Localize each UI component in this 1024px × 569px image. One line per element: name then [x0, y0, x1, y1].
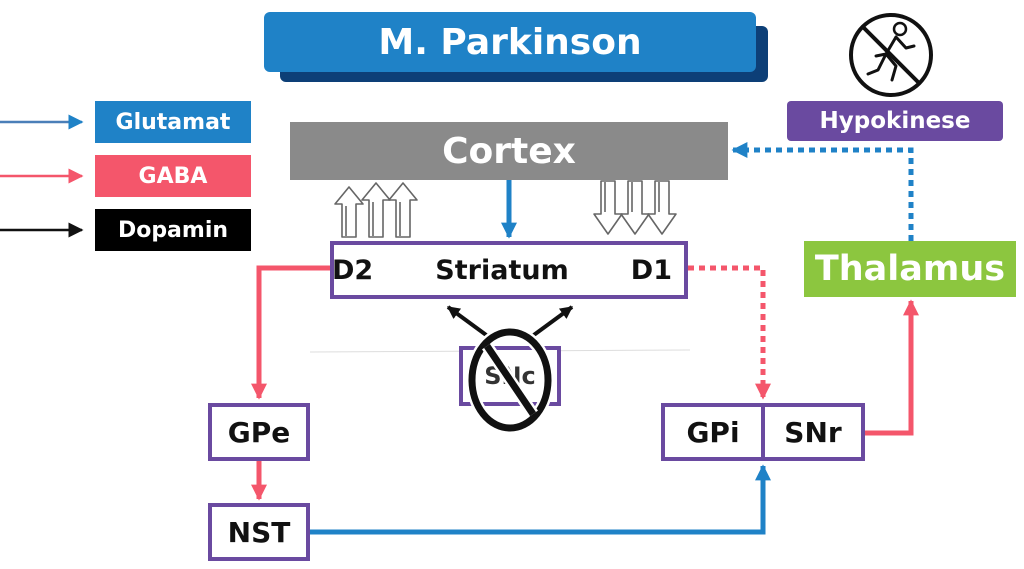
snr-label: SNr: [784, 415, 842, 449]
snc-to-d1-arrow: [525, 305, 574, 342]
cortex-label: Cortex: [442, 130, 576, 172]
legend-dopamine: Dopamin: [95, 209, 251, 251]
nst-label: NST: [227, 515, 291, 549]
outline-down-arrows-icon: [593, 180, 677, 235]
d2-to-gpe-arrow: [250, 265, 330, 400]
outline-up-arrows-icon: [334, 182, 418, 238]
cortex-box: Cortex: [290, 122, 728, 180]
snr-box: SNr: [761, 403, 865, 461]
legend-glutamate: Glutamat: [95, 101, 251, 143]
nst-to-gpi-arrow: [310, 464, 772, 535]
legend-glutamate-label: Glutamat: [115, 109, 231, 135]
d1-label: D1: [630, 254, 672, 286]
gpe-label: GPe: [227, 415, 291, 449]
thalamus-to-cortex-arrow: [731, 141, 914, 241]
striatum-label: Striatum: [435, 254, 569, 286]
gpe-box: GPe: [208, 403, 310, 461]
page-title: M. Parkinson: [264, 12, 756, 72]
d1-to-gpi-arrow: [688, 265, 772, 400]
d2-label: D2: [332, 254, 374, 286]
prohibited-icon: [466, 326, 554, 434]
hypokinese-label: Hypokinese: [819, 108, 971, 134]
legend-gaba-label: GABA: [138, 163, 208, 189]
thalamus-label: Thalamus: [814, 249, 1006, 289]
legend-dopamine-label: Dopamin: [117, 217, 229, 243]
legend-gaba: GABA: [95, 155, 251, 197]
gpi-label: GPi: [686, 415, 740, 449]
hypokinese-box: Hypokinese: [787, 101, 1003, 141]
gpi-box: GPi: [661, 403, 765, 461]
snc-to-d2-arrow: [446, 305, 495, 342]
striatum-box: D2 Striatum D1: [330, 241, 688, 299]
thalamus-box: Thalamus: [804, 241, 1016, 297]
page-title-text: M. Parkinson: [378, 21, 642, 63]
no-running-icon: [849, 13, 933, 97]
snr-to-thalamus-arrow: [865, 299, 920, 436]
nst-box: NST: [208, 503, 310, 561]
